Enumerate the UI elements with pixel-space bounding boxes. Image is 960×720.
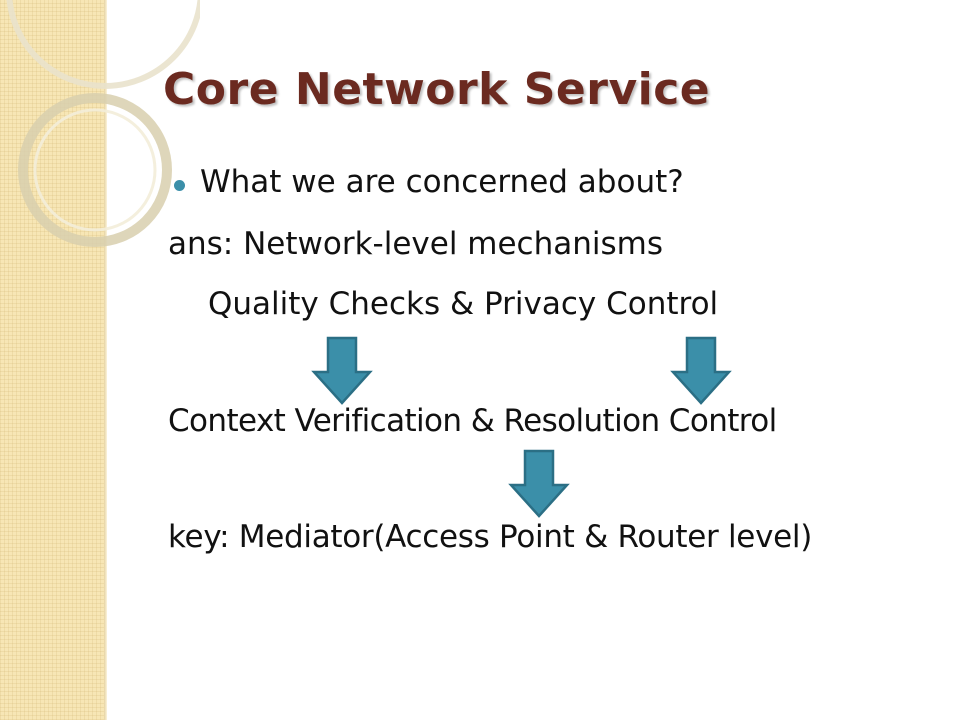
side-band-edge [104, 0, 107, 720]
context-line: Context Verification & Resolution Contro… [168, 403, 777, 439]
key-line: key: Mediator(Access Point & Router leve… [168, 519, 813, 555]
slide-title: Core Network Service [163, 64, 711, 115]
bullet-text: What we are concerned about? [200, 164, 684, 200]
down-arrow-icon-left [311, 336, 373, 405]
bullet-icon [174, 180, 185, 191]
down-arrow-icon-right [670, 336, 732, 405]
side-band-decoration [0, 0, 106, 720]
down-arrow-icon-center [508, 449, 570, 518]
checks-line: Quality Checks & Privacy Control [208, 286, 719, 322]
answer-line: ans: Network-level mechanisms [168, 226, 664, 262]
decorative-circles [6, 0, 200, 247]
